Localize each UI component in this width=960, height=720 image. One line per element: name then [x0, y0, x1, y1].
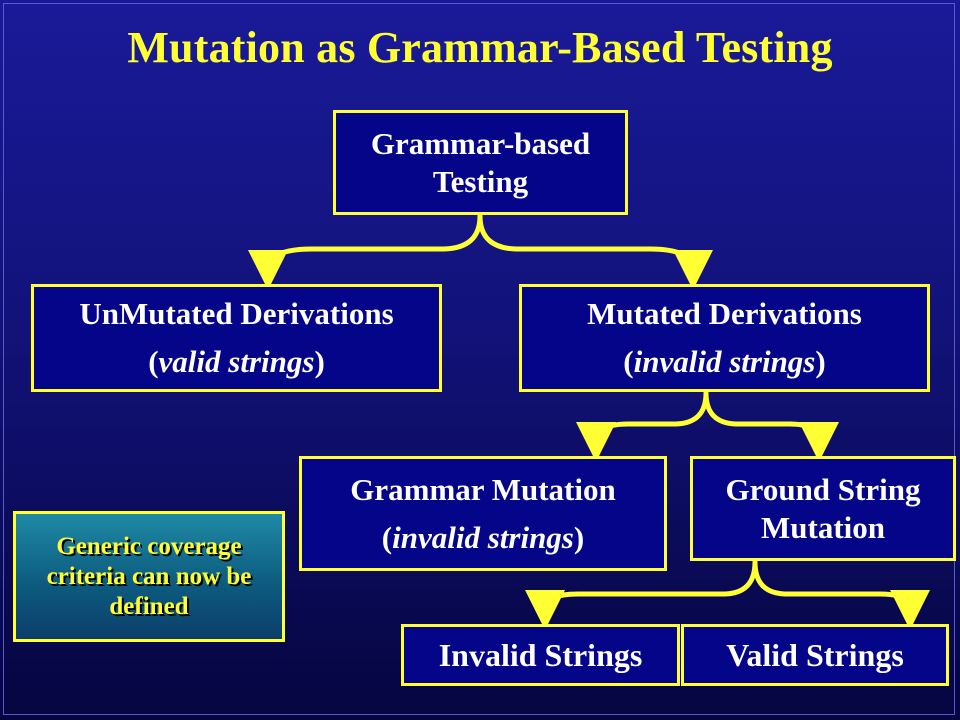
node-mutated-derivations: Mutated Derivations (invalid strings)	[519, 284, 930, 392]
node-sublabel: (valid strings)	[148, 344, 325, 379]
node-label: Testing	[432, 163, 529, 199]
coverage-note: Generic coverage criteria can now be def…	[13, 511, 285, 642]
coverage-note-text: Generic coverage criteria can now be def…	[46, 532, 252, 620]
node-label: Invalid Strings	[438, 637, 643, 673]
node-unmutated-derivations: UnMutated Derivations (valid strings)	[31, 284, 442, 392]
node-grammar-mutation: Grammar Mutation (invalid strings)	[299, 456, 667, 571]
node-valid-strings: Valid Strings	[681, 624, 949, 686]
node-ground-string-mutation: Ground String Mutation	[690, 456, 956, 561]
node-label: Mutation	[761, 509, 885, 545]
node-label: UnMutated Derivations	[79, 296, 394, 331]
slide-title: Mutation as Grammar-Based Testing	[127, 23, 833, 72]
node-label: Ground String	[725, 471, 921, 507]
node-invalid-strings: Invalid Strings	[401, 624, 680, 686]
node-label: Mutated Derivations	[587, 296, 862, 331]
node-sublabel: (invalid strings)	[381, 519, 585, 555]
node-label: Grammar Mutation	[350, 471, 616, 507]
slide-frame	[3, 3, 955, 715]
node-sublabel: (invalid strings)	[623, 344, 826, 379]
node-label: Valid Strings	[726, 637, 904, 673]
node-grammar-based-testing: Grammar-based Testing	[333, 110, 628, 215]
node-label: Grammar-based	[370, 125, 591, 161]
